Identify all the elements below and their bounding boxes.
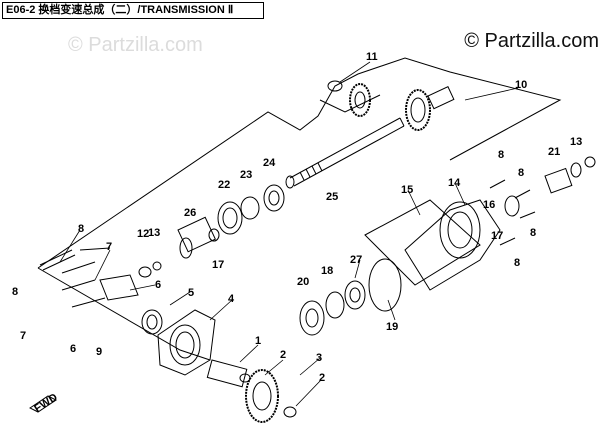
small-parts-12-13 xyxy=(138,228,220,278)
callout-23: 23 xyxy=(240,169,252,181)
callout-17b: 17 xyxy=(491,230,503,242)
o-ring-19 xyxy=(368,258,402,312)
callout-15: 15 xyxy=(401,184,413,196)
callout-8f: 8 xyxy=(514,257,520,269)
watermark-faint: © Partzilla.com xyxy=(68,34,203,56)
callout-1: 1 xyxy=(255,335,261,347)
output-shaft xyxy=(206,359,297,423)
callout-3: 3 xyxy=(316,352,322,364)
callout-8c: 8 xyxy=(498,149,504,161)
right-side-parts xyxy=(489,156,596,246)
seal-5 xyxy=(141,309,163,335)
bolt-set-left xyxy=(39,247,111,308)
main-shaft xyxy=(285,117,405,189)
cover-housing-14 xyxy=(404,199,501,291)
callout-8e: 8 xyxy=(530,227,536,239)
bracket-6 xyxy=(99,274,139,301)
group-outline-upper-inner xyxy=(319,94,381,113)
diagram-title: E06-2 换档变速总成（二）/TRANSMISSION Ⅱ xyxy=(2,2,264,19)
callout-labels: 1 2 2 3 4 5 6 6 7 7 8 8 8 8 8 8 9 10 11 … xyxy=(12,51,582,415)
callout-12: 12 xyxy=(137,228,149,240)
leader-lines xyxy=(59,61,519,407)
callout-2b: 2 xyxy=(319,372,325,384)
callout-4: 4 xyxy=(228,293,235,305)
callout-6b: 6 xyxy=(70,343,76,355)
callout-13b: 13 xyxy=(570,136,582,148)
callout-9: 9 xyxy=(96,346,102,358)
group-outline-left xyxy=(37,267,211,361)
callout-13a: 13 xyxy=(148,227,160,239)
callout-20: 20 xyxy=(297,276,309,288)
callout-8d: 8 xyxy=(518,167,524,179)
callout-8a: 8 xyxy=(78,223,84,235)
callout-27: 27 xyxy=(350,254,362,266)
fwd-arrow xyxy=(29,395,57,413)
gear-nut-11 xyxy=(327,80,371,117)
group-outline-upper xyxy=(37,57,562,269)
needle-bearing-26 xyxy=(177,216,216,259)
callout-17a: 17 xyxy=(212,259,224,271)
callout-22: 22 xyxy=(218,179,230,191)
gear-housing xyxy=(157,309,216,376)
callout-2a: 2 xyxy=(280,349,286,361)
gasket-outline-15 xyxy=(364,199,481,286)
callout-16: 16 xyxy=(483,199,495,211)
callout-25: 25 xyxy=(326,191,338,203)
bearing-group-upper xyxy=(217,184,285,235)
callout-5: 5 xyxy=(188,287,194,299)
callout-19: 19 xyxy=(386,321,398,333)
callout-6a: 6 xyxy=(155,279,161,291)
watermark-partzilla: © Partzilla.com xyxy=(464,30,599,52)
bevel-gear xyxy=(405,86,455,131)
callout-24: 24 xyxy=(263,157,276,169)
callout-11: 11 xyxy=(366,51,378,63)
callout-14: 14 xyxy=(448,177,461,189)
callout-18: 18 xyxy=(321,265,333,277)
callout-7a: 7 xyxy=(106,241,112,253)
fwd-label: FWD xyxy=(32,391,60,415)
callout-10: 10 xyxy=(515,79,527,91)
callout-8b: 8 xyxy=(12,286,18,298)
callout-7b: 7 xyxy=(20,330,26,342)
callout-21: 21 xyxy=(548,146,560,158)
bearing-group-lower xyxy=(299,280,366,336)
callout-26: 26 xyxy=(184,207,196,219)
